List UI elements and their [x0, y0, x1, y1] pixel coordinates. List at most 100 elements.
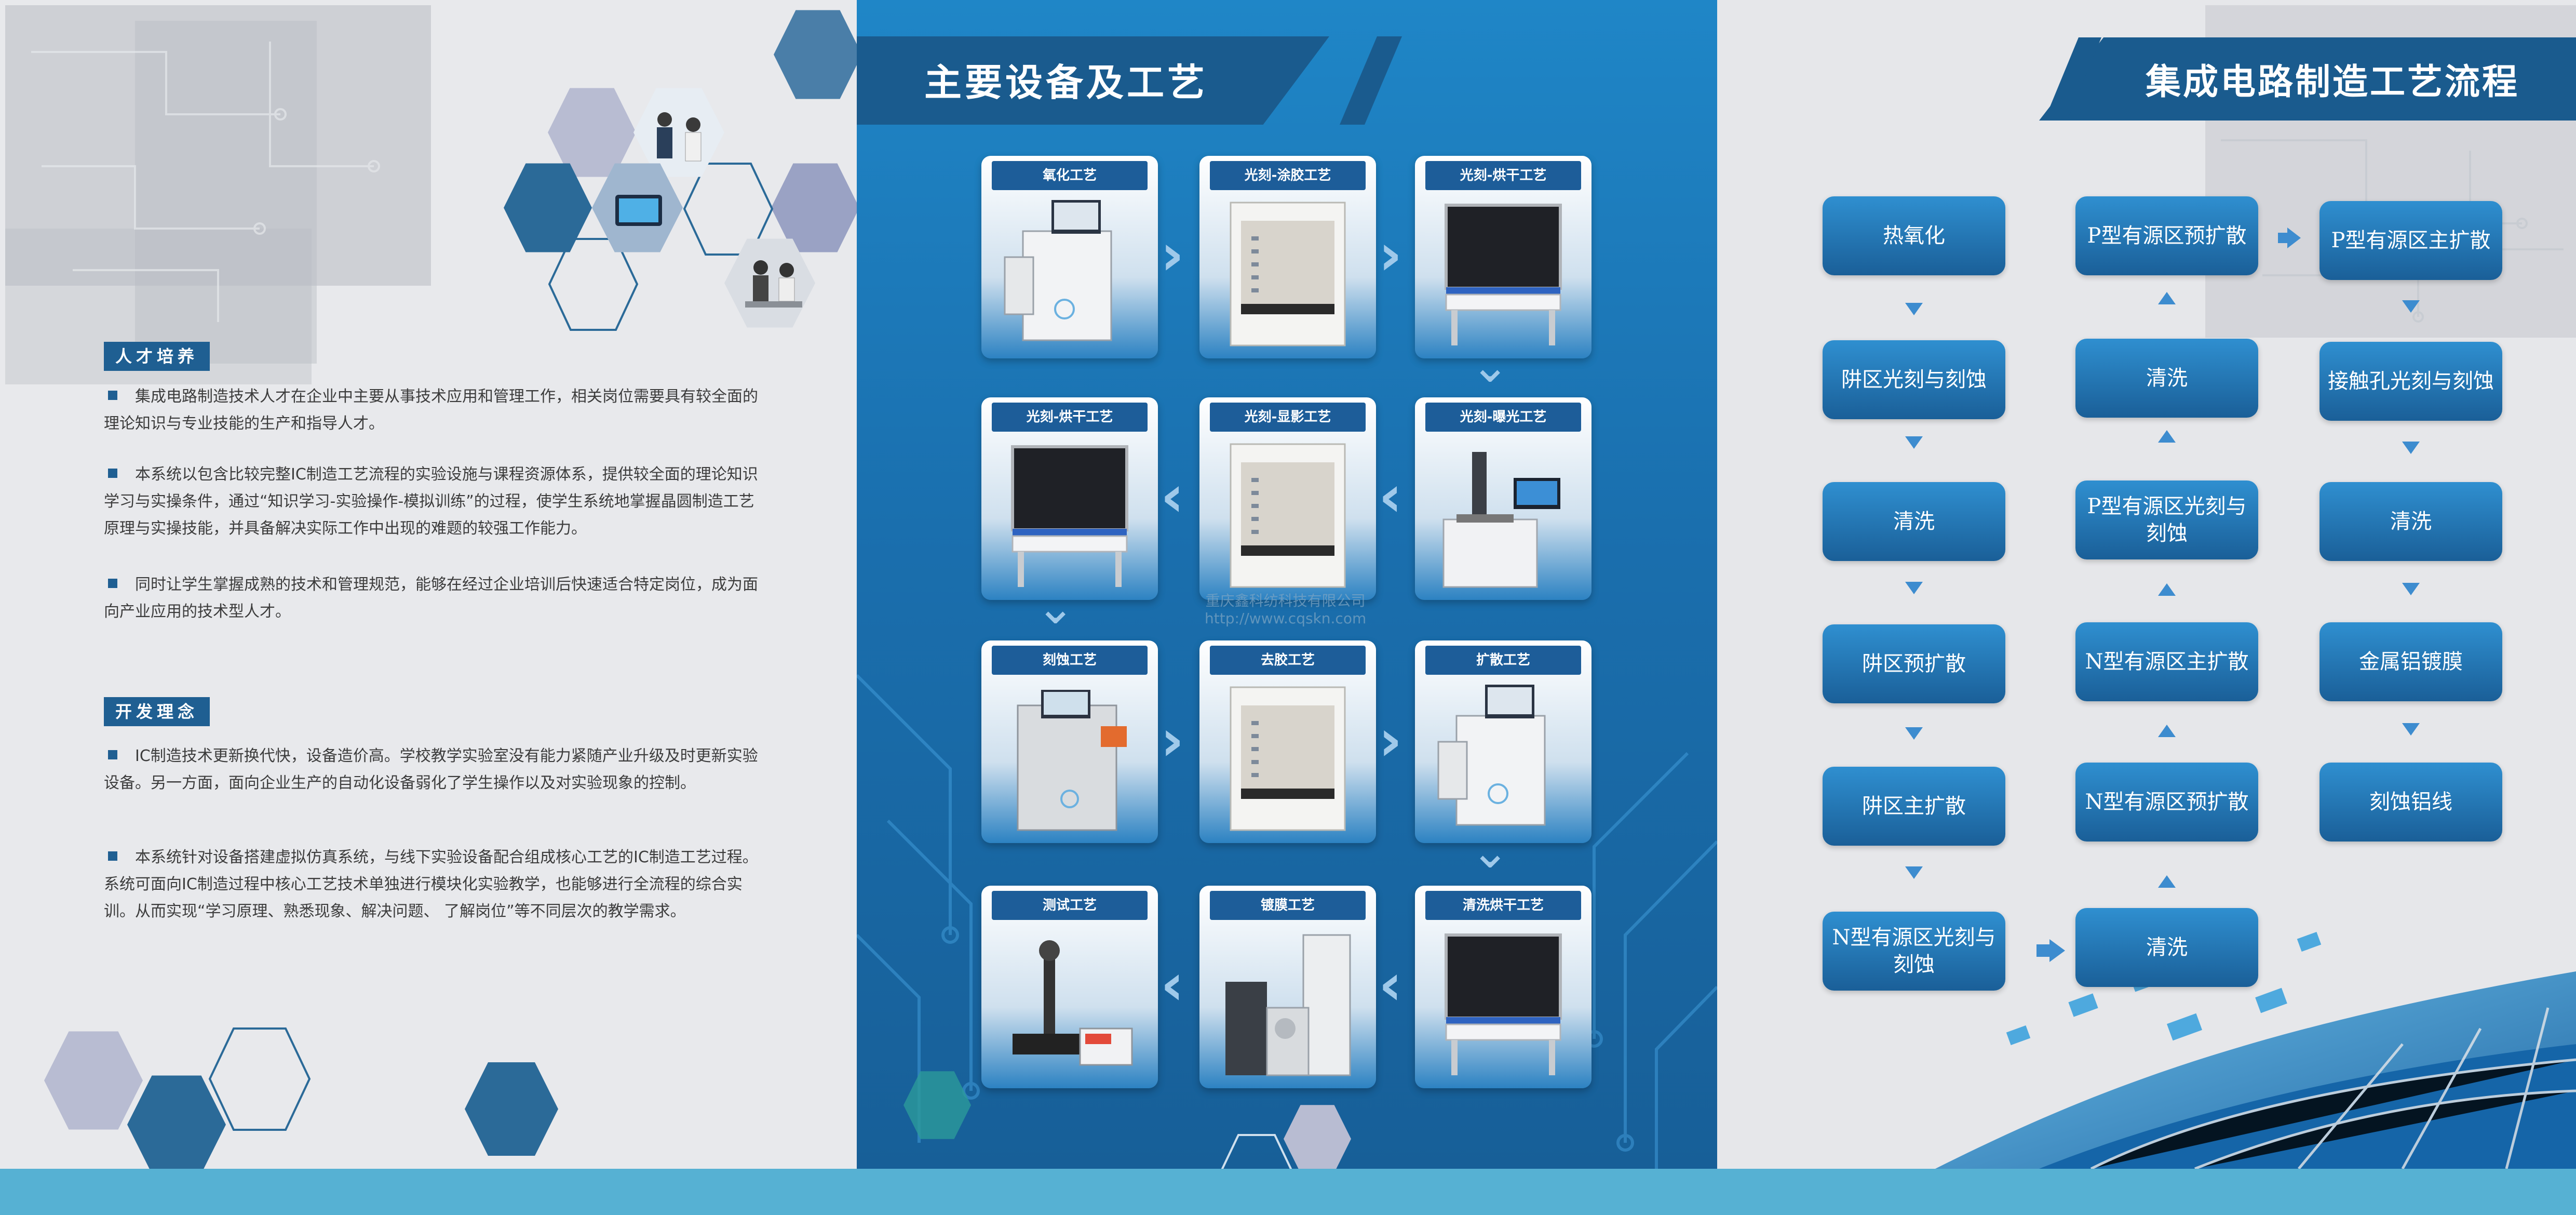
- title-banner-stripe: [1340, 36, 1402, 125]
- probe-machine-icon: [1002, 930, 1137, 1078]
- process-step: 刻蚀铝线: [2319, 763, 2502, 842]
- equipment-card: 光刻-烘干工艺: [981, 397, 1158, 600]
- chevron-right-icon: ›: [1379, 707, 1402, 773]
- process-step: 阱区预扩散: [1823, 624, 2005, 703]
- process-step: 清洗: [1823, 482, 2005, 561]
- equipment-card: 镀膜工艺: [1199, 886, 1376, 1088]
- process-step: 清洗: [2075, 339, 2258, 418]
- arrow-down-icon: [1905, 436, 1923, 449]
- process-step: P型有源区主扩散: [2319, 201, 2502, 280]
- process-step: 金属铝镀膜: [2319, 622, 2502, 701]
- decor-hexagon: [44, 1031, 143, 1130]
- wave-decoration: [1935, 931, 2576, 1169]
- equipment-card: 光刻-烘干工艺: [1415, 156, 1592, 358]
- right-title: 集成电路制造工艺流程: [2146, 62, 2520, 103]
- middle-title: 主要设备及工艺: [924, 61, 1208, 104]
- arrow-down-icon: [1905, 866, 1923, 879]
- circuit-lines: [31, 42, 380, 322]
- decor-hexagon-outline: [1221, 1134, 1292, 1169]
- equipment-label: 去胶工艺: [1210, 646, 1366, 675]
- equipment-card: 测试工艺: [981, 886, 1158, 1088]
- arrow-right-icon: [2036, 944, 2050, 957]
- equipment-label: 光刻-烘干工艺: [992, 403, 1148, 432]
- equipment-card: 扩散工艺: [1415, 640, 1592, 843]
- process-step: 阱区主扩散: [1823, 767, 2005, 846]
- process-step: P型有源区预扩散: [2075, 196, 2258, 275]
- hood-machine-icon: [1220, 200, 1355, 348]
- process-step: 清洗: [2075, 908, 2258, 987]
- decor-hexagon-outline: [208, 1027, 311, 1131]
- etcher-machine-icon: [1002, 685, 1137, 833]
- chevron-right-icon: ›: [1379, 221, 1402, 288]
- arrow-up-icon: [2158, 725, 2176, 737]
- arrow-down-icon: [2402, 583, 2420, 595]
- arrow-up-icon: [2158, 875, 2176, 888]
- oven-machine-icon: [1436, 930, 1571, 1078]
- equipment-label: 清洗烘干工艺: [1425, 891, 1581, 920]
- right-panel: 集成电路制造工艺流程 热氧化 阱区光刻与刻蚀 清洗 阱区预扩散 阱区主扩散 N型…: [1717, 0, 2576, 1169]
- talent-paragraph: 本系统以包含比较完整IC制造工艺流程的实验设施与课程资源体系，提供较全面的理论知…: [104, 465, 758, 538]
- equipment-label: 镀膜工艺: [1210, 891, 1366, 920]
- arrow-up-icon: [2158, 583, 2176, 596]
- title-banner: [857, 36, 1329, 125]
- decor-hexagon: [548, 88, 636, 177]
- chevron-left-icon: ‹: [1379, 463, 1402, 529]
- arrow-down-icon: [1905, 303, 1923, 315]
- arrow-right-icon: [2287, 228, 2301, 248]
- hood-machine-icon: [1220, 685, 1355, 833]
- chevron-right-icon: ›: [1161, 221, 1184, 288]
- chevron-down-icon: ⌄: [1036, 580, 1075, 635]
- equipment-card: 去胶工艺: [1199, 640, 1376, 843]
- equipment-card: 刻蚀工艺: [981, 640, 1158, 843]
- arrow-right-icon: [2049, 939, 2065, 962]
- circuit-lines: [857, 674, 1717, 1169]
- arrow-right-icon: [2278, 233, 2288, 243]
- process-step: 热氧化: [1823, 196, 2005, 275]
- arrow-up-icon: [2158, 430, 2176, 443]
- oven-machine-icon: [1436, 200, 1571, 348]
- process-step: N型有源区光刻与刻蚀: [1823, 912, 2005, 991]
- chevron-left-icon: ‹: [1161, 951, 1184, 1018]
- coater-machine-icon: [1220, 930, 1355, 1078]
- equipment-card: 光刻-涂胶工艺: [1199, 156, 1376, 358]
- talent-paragraph: 同时让学生掌握成熟的技术和管理规范，能够在经过企业培训后快速适合特定岗位，成为面…: [104, 576, 758, 621]
- concept-paragraph: IC制造技术更新换代快，设备造价高。学校教学实验室没有能力紧随产业升级及时更新实…: [104, 747, 758, 792]
- concept-paragraph: 本系统针对设备搭建虚拟仿真系统，与线下实验设备配合组成核心工艺的IC制造工艺过程…: [104, 848, 758, 920]
- arrow-up-icon: [2158, 292, 2176, 304]
- equipment-card: 光刻-显影工艺: [1199, 397, 1376, 600]
- chevron-left-icon: ‹: [1161, 463, 1184, 529]
- watermark: 重庆鑫科纺科技有限公司 http://www.cqskn.com: [1205, 592, 1367, 627]
- bottom-band: [0, 1169, 2576, 1215]
- hood-machine-icon: [1220, 442, 1355, 590]
- chevron-down-icon: ⌄: [1471, 339, 1510, 393]
- process-step: P型有源区光刻与刻蚀: [2075, 480, 2258, 559]
- equipment-label: 光刻-烘干工艺: [1425, 161, 1581, 190]
- equipment-label: 光刻-显影工艺: [1210, 403, 1366, 432]
- equipment-label: 扩散工艺: [1425, 646, 1581, 675]
- process-step: 阱区光刻与刻蚀: [1823, 340, 2005, 419]
- equipment-label: 氧化工艺: [992, 161, 1148, 190]
- chevron-right-icon: ›: [1161, 707, 1184, 773]
- process-step: 清洗: [2319, 482, 2502, 561]
- equipment-label: 光刻-曝光工艺: [1425, 403, 1581, 432]
- arrow-down-icon: [2402, 442, 2420, 454]
- equipment-card: 清洗烘干工艺: [1415, 886, 1592, 1088]
- arrow-down-icon: [2402, 723, 2420, 736]
- arrow-down-icon: [2402, 300, 2420, 313]
- process-step: 接触孔光刻与刻蚀: [2319, 342, 2502, 421]
- furnace-machine-icon: [1002, 200, 1137, 348]
- arrow-down-icon: [1905, 727, 1923, 740]
- section-tag-talent: 人才培养: [104, 342, 210, 371]
- middle-panel: 主要设备及工艺 氧化工艺光刻-涂胶工艺光刻-烘干工艺光刻-烘干工艺光刻-显影工艺…: [857, 0, 1717, 1169]
- equipment-card: 氧化工艺: [981, 156, 1158, 358]
- oven-machine-icon: [1002, 442, 1137, 590]
- equipment-label: 刻蚀工艺: [992, 646, 1148, 675]
- chevron-down-icon: ⌄: [1471, 824, 1510, 879]
- equipment-card: 光刻-曝光工艺: [1415, 397, 1592, 600]
- equipment-label: 测试工艺: [992, 891, 1148, 920]
- chevron-left-icon: ‹: [1379, 951, 1402, 1018]
- furnace-machine-icon: [1436, 685, 1571, 833]
- talent-paragraph: 集成电路制造技术人才在企业中主要从事技术应用和管理工作，相关岗位需要具有较全面的…: [104, 388, 758, 433]
- equipment-label: 光刻-涂胶工艺: [1210, 161, 1366, 190]
- process-step: N型有源区主扩散: [2075, 622, 2258, 701]
